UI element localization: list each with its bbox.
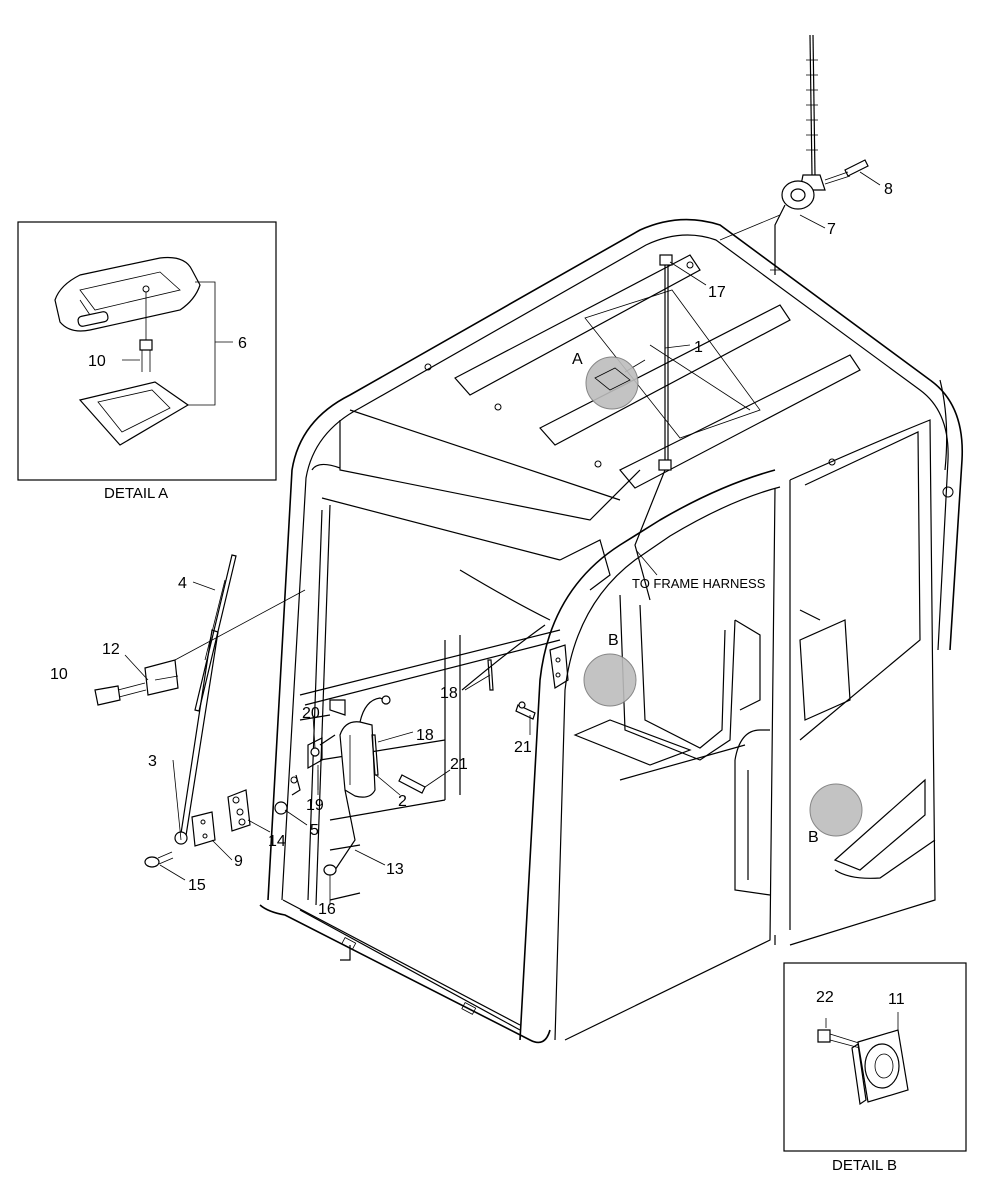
detail-b-frame: [783, 962, 967, 1152]
callout-4: 4: [178, 575, 187, 592]
marker-b-left-circle: [583, 653, 637, 707]
detail-markers: [583, 356, 863, 837]
rod-18-lower: [371, 734, 379, 776]
callout-22: 22: [816, 989, 834, 1006]
callout-21-upper: 21: [514, 739, 532, 756]
rod-18-upper: [487, 659, 494, 691]
callout-1: 1: [694, 339, 703, 356]
detail-a-caption: DETAIL A: [104, 485, 168, 502]
callout-13: 13: [386, 861, 404, 878]
marker-b-left-label: B: [608, 632, 619, 649]
radio-unit: [319, 695, 391, 871]
screw-21-upper: [515, 701, 536, 720]
marker-b-right-circle: [809, 783, 863, 837]
part-callouts: 1 2 3 4 5 6 7 8 9 10 10 11 12 13 14 15 1…: [50, 181, 905, 1008]
screw-21-lower: [398, 774, 426, 794]
callout-14: 14: [268, 833, 286, 850]
detail-a-panel: [17, 221, 277, 481]
callout-20: 20: [302, 705, 320, 722]
callout-16: 16: [318, 901, 336, 918]
callout-18-upper: 18: [440, 685, 458, 702]
plate-9: [191, 811, 216, 847]
bolt-10-main: [94, 682, 147, 706]
callout-6: 6: [238, 335, 247, 352]
callout-11: 11: [888, 991, 905, 1008]
callout-5: 5: [310, 822, 319, 839]
clamp-16: [323, 864, 337, 895]
callout-15: 15: [188, 877, 206, 894]
marker-b-right-label: B: [808, 829, 819, 846]
frame-harness-note: TO FRAME HARNESS: [632, 576, 766, 591]
marker-a-label: A: [572, 351, 583, 368]
marker-labels: A B B: [572, 351, 819, 846]
callout-9: 9: [234, 853, 243, 870]
callout-21-lower: 21: [450, 756, 468, 773]
callout-8: 8: [884, 181, 893, 198]
marker-a-circle: [585, 356, 639, 410]
plate-14: [227, 789, 251, 832]
detail-b-panel: [783, 962, 967, 1152]
bracket-12: [144, 659, 179, 696]
callout-2: 2: [398, 793, 407, 810]
antenna-assembly: [770, 34, 826, 275]
mount-bracket: [274, 737, 323, 815]
callout-10-main: 10: [50, 666, 68, 683]
cab-frame: [259, 218, 964, 1044]
callout-12: 12: [102, 641, 120, 658]
wiper-assembly: [174, 554, 306, 845]
wire-harness: [634, 214, 781, 601]
screw-15: [144, 851, 174, 868]
callout-10-detail: 10: [88, 353, 106, 370]
callout-18-lower: 18: [416, 727, 434, 744]
leader-lines: [124, 171, 881, 905]
bolt-8: [824, 159, 869, 185]
callout-19: 19: [306, 797, 324, 814]
detail-a-frame: [17, 221, 277, 481]
callout-17: 17: [708, 284, 726, 301]
callout-7: 7: [827, 221, 836, 238]
callout-3: 3: [148, 753, 157, 770]
detail-b-caption: DETAIL B: [832, 1157, 897, 1174]
